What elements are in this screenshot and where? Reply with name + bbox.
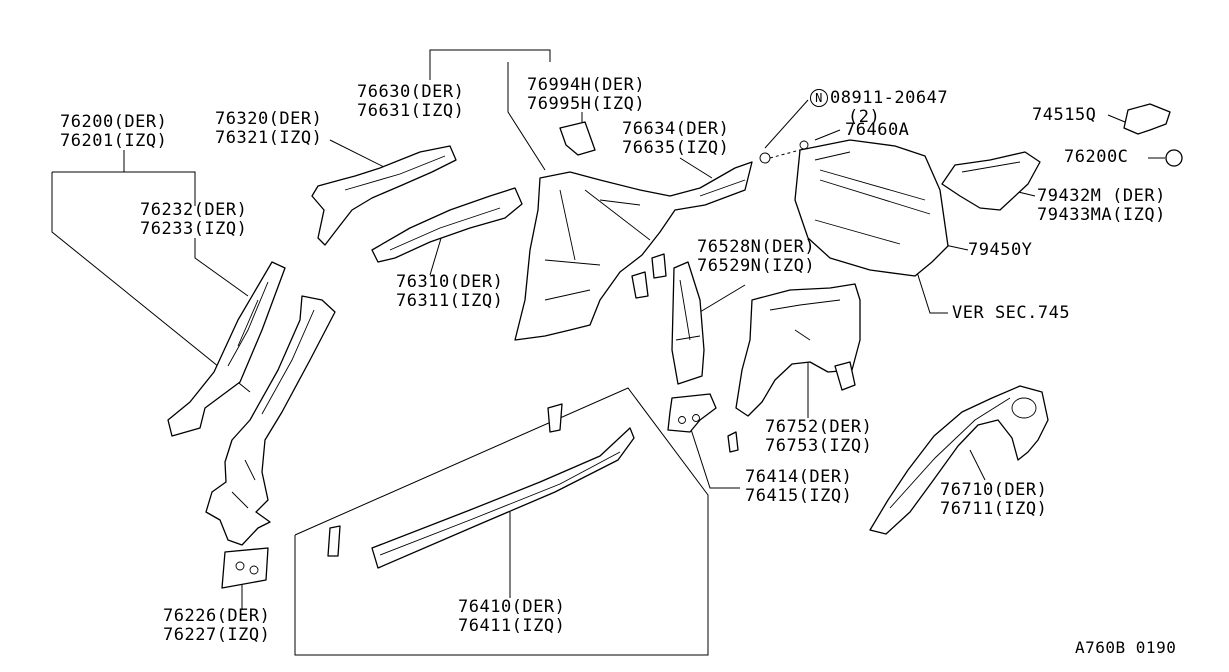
- callout-76994-line2: 76995H(IZQ): [527, 94, 646, 114]
- leader-76994: [507, 62, 546, 171]
- callout-76710: 76710(DER) 76711(IZQ): [940, 481, 1047, 519]
- callout-76460: 76460A: [845, 121, 909, 140]
- callout-76752-line2: 76753(IZQ): [765, 436, 873, 456]
- callout-74515-line1: 74515Q: [1032, 105, 1097, 125]
- callout-76414: 76414(DER) 76415(IZQ): [745, 468, 852, 506]
- callout-76630: 76630(DER) 76631(IZQ): [357, 83, 464, 121]
- callout-76630-line1: 76630(DER): [357, 82, 465, 102]
- callout-76310-line2: 76311(IZQ): [396, 291, 504, 311]
- callout-08911-line1: 08911-20647: [830, 88, 949, 108]
- callout-76710-line1: 76710(DER): [940, 480, 1048, 500]
- part-76310-rail: [371, 187, 523, 263]
- callout-76410-line2: 76411(IZQ): [458, 616, 566, 636]
- callout-76200c: 76200C: [1064, 148, 1128, 167]
- callout-76232-line2: 76233(IZQ): [140, 219, 248, 239]
- part-76200c-nut: [1165, 149, 1183, 167]
- leader-76414: [687, 419, 740, 489]
- callout-76232-line1: 76232(DER): [140, 200, 248, 220]
- callout-76528-line1: 76528N(DER): [697, 237, 816, 257]
- leader-76320: [329, 139, 391, 171]
- callout-76320: 76320(DER) 76321(IZQ): [215, 110, 322, 148]
- part-76630-quarter-inner: [514, 161, 753, 341]
- callout-76630-line2: 76631(IZQ): [357, 101, 465, 121]
- callout-76634-line2: 76635(IZQ): [622, 138, 730, 158]
- callout-79450: 79450Y: [948, 241, 1032, 260]
- part-76414-bracket: [667, 393, 717, 433]
- callout-76410: 76410(DER) 76411(IZQ): [458, 598, 565, 636]
- callout-74515: 74515Q: [1032, 106, 1096, 125]
- callout-versec-line1: VER SEC.745: [952, 303, 1071, 323]
- callout-76634: 76634(DER) 76635(IZQ): [622, 120, 729, 158]
- part-76232-pillar: [167, 261, 286, 437]
- part-76320-roof-rail: [311, 145, 457, 246]
- callout-79432-line2: 79433MA(IZQ): [1037, 205, 1166, 225]
- callout-76226-line2: 76227(IZQ): [163, 625, 271, 645]
- callout-76994: 76994H(DER) 76995H(IZQ): [527, 76, 645, 114]
- callout-76414-line2: 76415(IZQ): [745, 486, 853, 506]
- callout-76200-line2: 76201(IZQ): [60, 131, 168, 151]
- leader-76460: [814, 129, 841, 141]
- leader-08911: [764, 99, 809, 149]
- callout-76528-line2: 76529N(IZQ): [697, 256, 816, 276]
- callout-79432: 79432M (DER) 79433MA(IZQ): [1037, 187, 1166, 225]
- callout-76226: 76226(DER) 76227(IZQ): [163, 607, 270, 645]
- callout-76226-line1: 76226(DER): [163, 606, 271, 626]
- part-76752-wheelhouse-inner: [727, 283, 861, 453]
- callout-76200-line1: 76200(DER): [60, 112, 168, 132]
- callout-76232: 76232(DER) 76233(IZQ): [140, 201, 247, 239]
- leader-76634: [679, 157, 713, 179]
- leader-74515: [1107, 114, 1126, 123]
- part-79450-rear-panel: [759, 139, 949, 277]
- circled-n-icon: N: [810, 89, 828, 107]
- callout-76410-line1: 76410(DER): [458, 597, 566, 617]
- callout-76710-line2: 76711(IZQ): [940, 499, 1048, 519]
- leader-79450: [944, 244, 969, 251]
- part-76226-bracket: [221, 547, 269, 589]
- callout-79450-line1: 79450Y: [968, 240, 1033, 260]
- callout-76200c-line1: 76200C: [1064, 147, 1129, 167]
- part-76410-sill: [327, 403, 635, 569]
- callout-76320-line1: 76320(DER): [215, 109, 323, 129]
- drawing-code: A760B 0190: [1075, 638, 1177, 657]
- leader-76630: [429, 49, 551, 80]
- callout-76634-line1: 76634(DER): [622, 119, 730, 139]
- part-74515-bracket: [1123, 103, 1171, 135]
- callout-76310: 76310(DER) 76311(IZQ): [396, 273, 503, 311]
- callout-76528: 76528N(DER) 76529N(IZQ): [697, 238, 815, 276]
- callout-76310-line1: 76310(DER): [396, 272, 504, 292]
- part-76710-wheelhouse-outer: [869, 385, 1049, 535]
- part-79432-bracket: [941, 151, 1041, 211]
- part-76200-hinge-pillar: [205, 295, 336, 546]
- callout-08911-line2: (2): [848, 107, 881, 127]
- part-76994-bracket: [559, 121, 596, 156]
- callout-76752: 76752(DER) 76753(IZQ): [765, 418, 872, 456]
- callout-79432-line1: 79432M (DER): [1037, 186, 1166, 206]
- leader-76200-top: [52, 171, 196, 206]
- leader-76200: [51, 172, 251, 393]
- leader-76232: [194, 238, 249, 297]
- callout-76460-line1: 76460A: [845, 120, 910, 140]
- part-76528-pillar: [631, 253, 705, 385]
- leader-76460b: [769, 149, 801, 159]
- leader-lines: [51, 49, 1165, 656]
- leader-76710: [969, 449, 986, 481]
- callout-76200: 76200(DER) 76201(IZQ): [60, 113, 167, 151]
- callout-76414-line1: 76414(DER): [745, 467, 853, 487]
- callout-versec: VER SEC.745: [952, 304, 1070, 323]
- callout-76994-line1: 76994H(DER): [527, 75, 646, 95]
- callout-76320-line2: 76321(IZQ): [215, 128, 323, 148]
- callout-76752-line1: 76752(DER): [765, 417, 873, 437]
- leader-76410-box: [294, 387, 709, 656]
